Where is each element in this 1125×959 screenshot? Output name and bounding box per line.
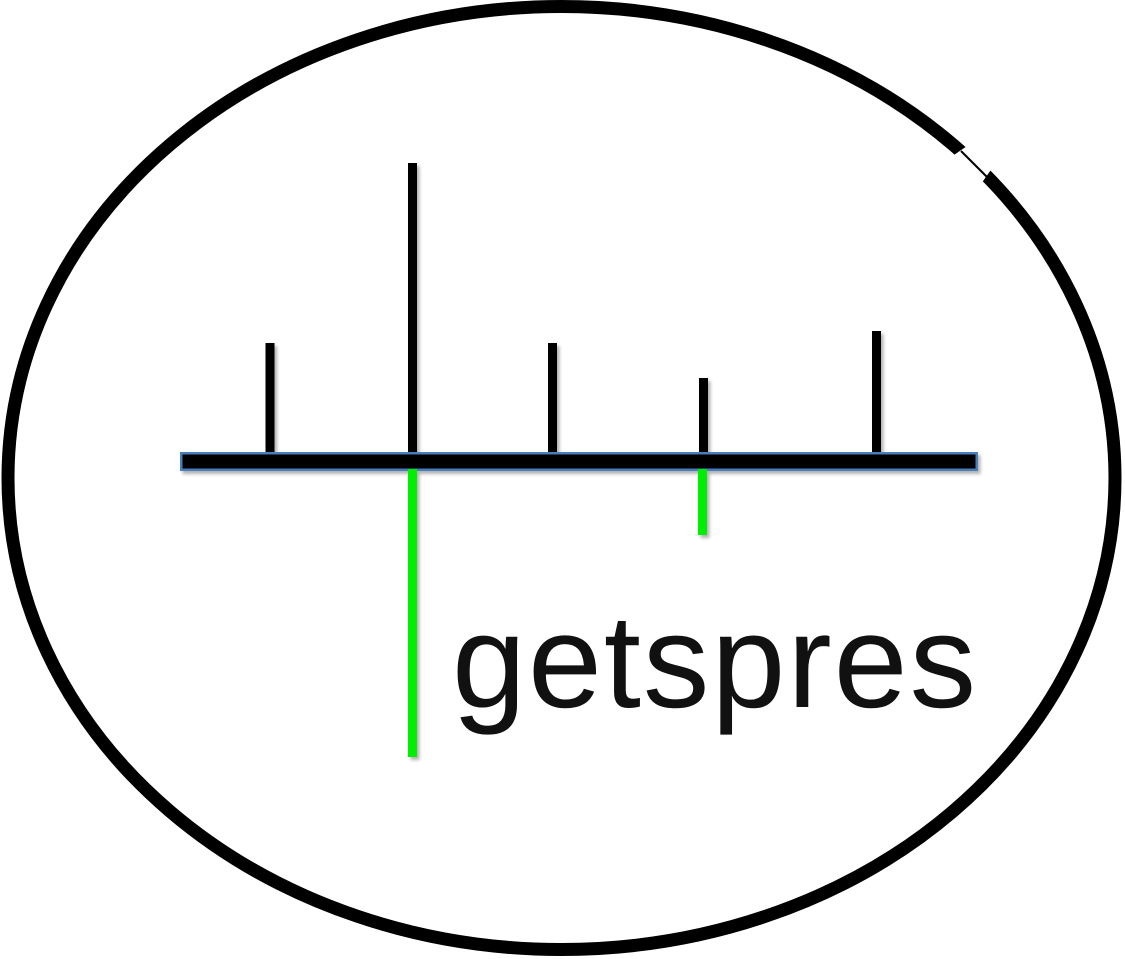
spectrum-peaks-down-group [408, 469, 707, 757]
spectrum-peaks-up-group [265, 163, 881, 466]
logo-text: getspres [452, 588, 978, 736]
spectrum-baseline [180, 452, 978, 471]
ellipse-stroke-gap-mask [951, 144, 993, 191]
spectrum-group [180, 163, 978, 757]
ellipse-gap-hairline [960, 150, 990, 180]
